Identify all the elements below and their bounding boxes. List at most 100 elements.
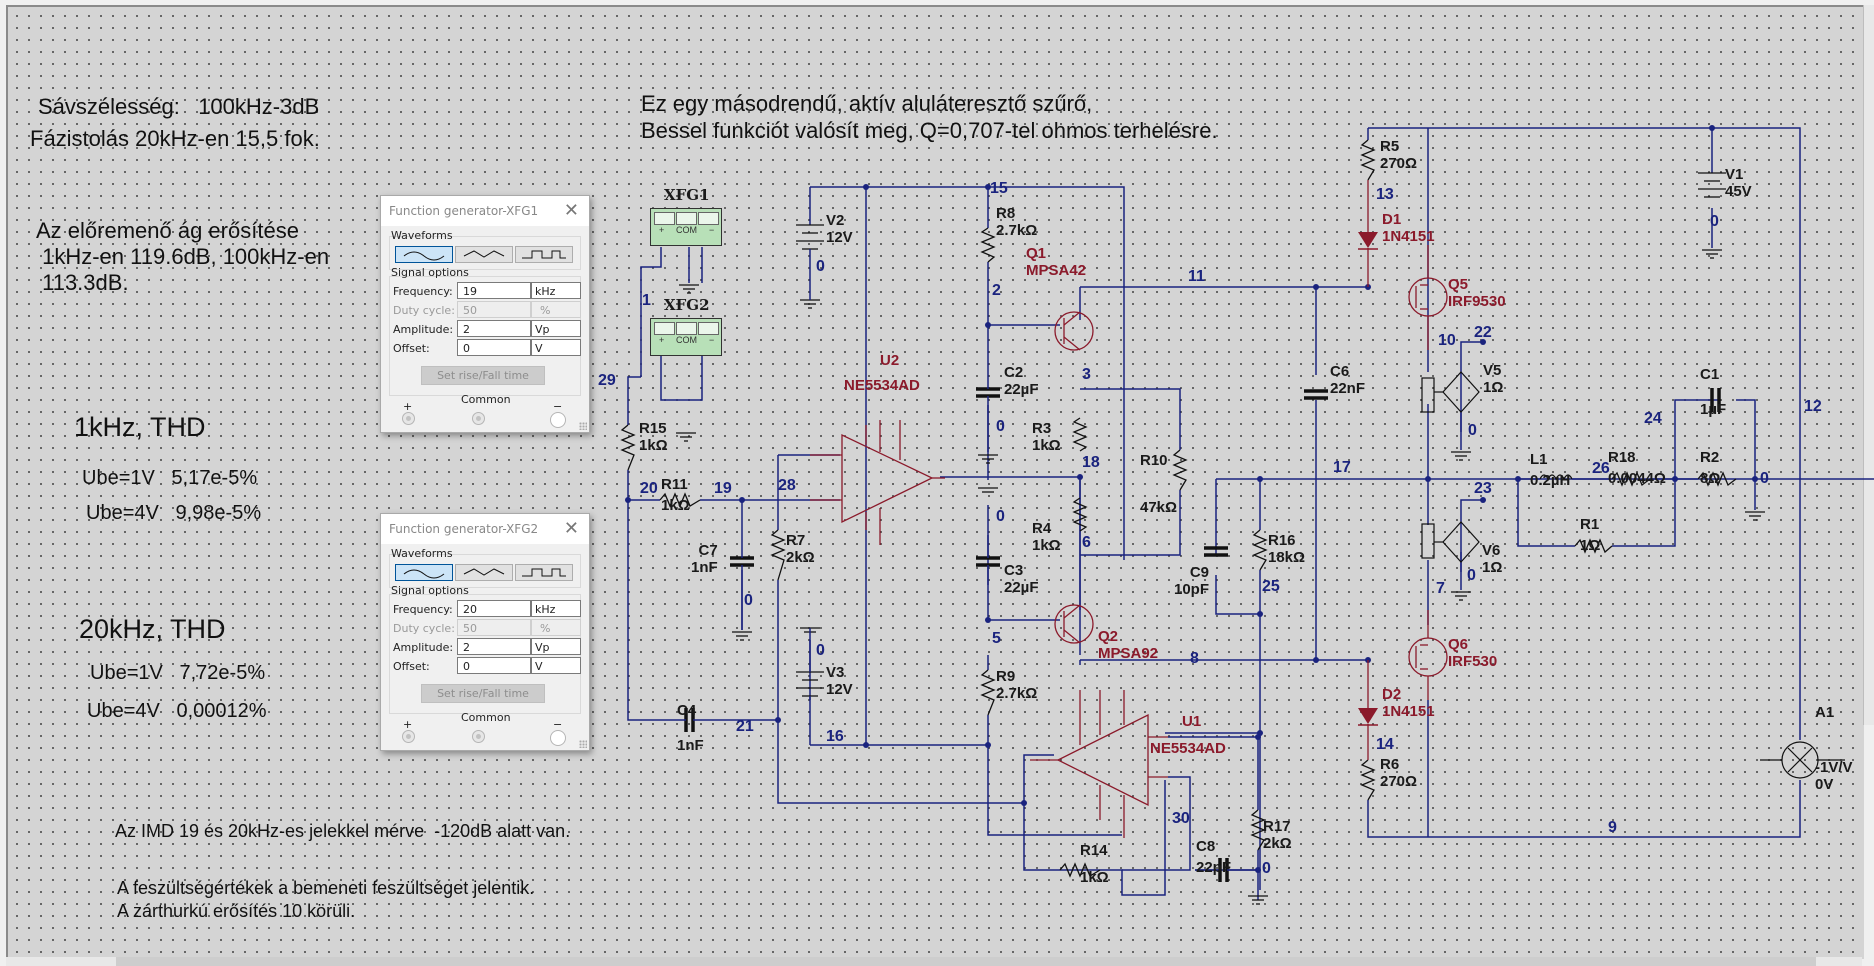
triangle-wave-button[interactable] xyxy=(455,246,513,263)
dialog-title: Function generator-XFG2 xyxy=(389,522,539,536)
horizontal-scrollbar[interactable] xyxy=(6,957,1862,966)
thd-20khz-row1[interactable]: Ube=1V 7,72e-5% xyxy=(90,662,266,684)
amplitude-input[interactable]: 2 xyxy=(457,638,531,655)
xfg2-instrument[interactable]: +COM− xyxy=(650,318,722,356)
function-generator-xfg1-dialog[interactable]: Function generator-XFG1✕ Waveforms Signa… xyxy=(380,195,590,433)
offset-unit-select[interactable]: V xyxy=(531,339,581,356)
thd-1khz-row2[interactable]: Ube=4V 9,98e-5% xyxy=(86,502,262,524)
capacitor-c2 xyxy=(976,387,1000,398)
note-bandwidth[interactable]: Sávszélesség: 100kHz-3dB xyxy=(38,94,320,119)
schematic-canvas[interactable] xyxy=(6,5,1864,959)
net-label: 0 xyxy=(1760,470,1769,487)
amplitude-unit-select[interactable]: Vp xyxy=(531,320,581,337)
note-description-line2[interactable]: Bessel funkciót valósít meg, Q=0,707-tel… xyxy=(641,118,1218,143)
terminal-common-radio[interactable] xyxy=(472,730,485,743)
terminal-minus-radio[interactable] xyxy=(550,412,566,428)
note-description-line1[interactable]: Ez egy másodrendű, aktív aluláteresztő s… xyxy=(641,91,1093,116)
note-phase-shift[interactable]: Fázistolás 20kHz-en 15,5 fok. xyxy=(30,126,320,151)
note-forward-gain[interactable]: Az előremenő ág erősítése 1kHz-en 119.6d… xyxy=(36,218,330,295)
thd-1khz-title[interactable]: 1kHz, THD xyxy=(74,412,206,442)
thd-20khz-title[interactable]: 20kHz, THD xyxy=(79,614,226,644)
thd-20khz-row2[interactable]: Ube=4V 0,00012% xyxy=(87,700,267,722)
terminal-plus-radio[interactable] xyxy=(402,730,415,743)
set-rise-fall-time-button: Set rise/Fall time xyxy=(421,684,545,703)
note-footer1[interactable]: A feszültségértékek a bemeneti feszültsé… xyxy=(117,878,535,898)
frequency-input[interactable]: 20 xyxy=(457,600,531,617)
terminal-minus-radio[interactable] xyxy=(550,730,566,746)
dialog-title-bar[interactable]: Function generator-XFG2 ✕ xyxy=(381,514,589,544)
offset-input[interactable]: 0 xyxy=(457,339,531,356)
amplitude-unit-select[interactable]: Vp xyxy=(531,638,581,655)
square-wave-button[interactable] xyxy=(515,246,573,263)
close-icon[interactable]: ✕ xyxy=(563,518,579,539)
sine-wave-button[interactable] xyxy=(395,246,453,263)
component-value: 1Ω xyxy=(1483,379,1504,396)
note-imd[interactable]: Az IMD 19 és 20kHz-es jelekkel mérve -12… xyxy=(115,821,571,841)
note-footer2[interactable]: A zárthurkú erősítés 10 körüli. xyxy=(117,901,356,921)
amplitude-input[interactable]: 2 xyxy=(457,320,531,337)
terminal-plus-radio[interactable] xyxy=(402,412,415,425)
terminal-common-radio[interactable] xyxy=(472,412,485,425)
square-wave-button[interactable] xyxy=(515,564,573,581)
frequency-unit-select[interactable]: kHz xyxy=(531,282,581,299)
function-generator-xfg2-dialog[interactable]: Function generator-XFG2✕ Waveforms Signa… xyxy=(380,513,590,751)
offset-unit-select[interactable]: V xyxy=(531,657,581,674)
dialog-title-bar[interactable]: Function generator-XFG1✕ xyxy=(381,196,589,226)
xfg1-instrument[interactable]: +COM− xyxy=(650,208,722,246)
duty-cycle-unit: % xyxy=(531,619,581,636)
horizontal-scrollbar-thumb[interactable] xyxy=(116,957,1816,966)
offset-input[interactable]: 0 xyxy=(457,657,531,674)
frequency-unit-select[interactable]: kHz xyxy=(531,600,581,617)
net-label: 10 xyxy=(1438,332,1456,349)
vertical-scrollbar[interactable] xyxy=(1863,5,1874,725)
frequency-input[interactable]: 19 xyxy=(457,282,531,299)
sine-wave-button[interactable] xyxy=(395,564,453,581)
close-icon[interactable]: ✕ xyxy=(563,200,579,221)
thd-1khz-row1[interactable]: Ube=1V 5,17e-5% xyxy=(82,467,258,489)
component-refdes: C9 xyxy=(1189,564,1210,581)
component-refdes: V1 xyxy=(1725,166,1744,183)
resize-grip[interactable] xyxy=(579,740,587,748)
triangle-wave-button[interactable] xyxy=(455,564,513,581)
resize-grip[interactable] xyxy=(579,422,587,430)
